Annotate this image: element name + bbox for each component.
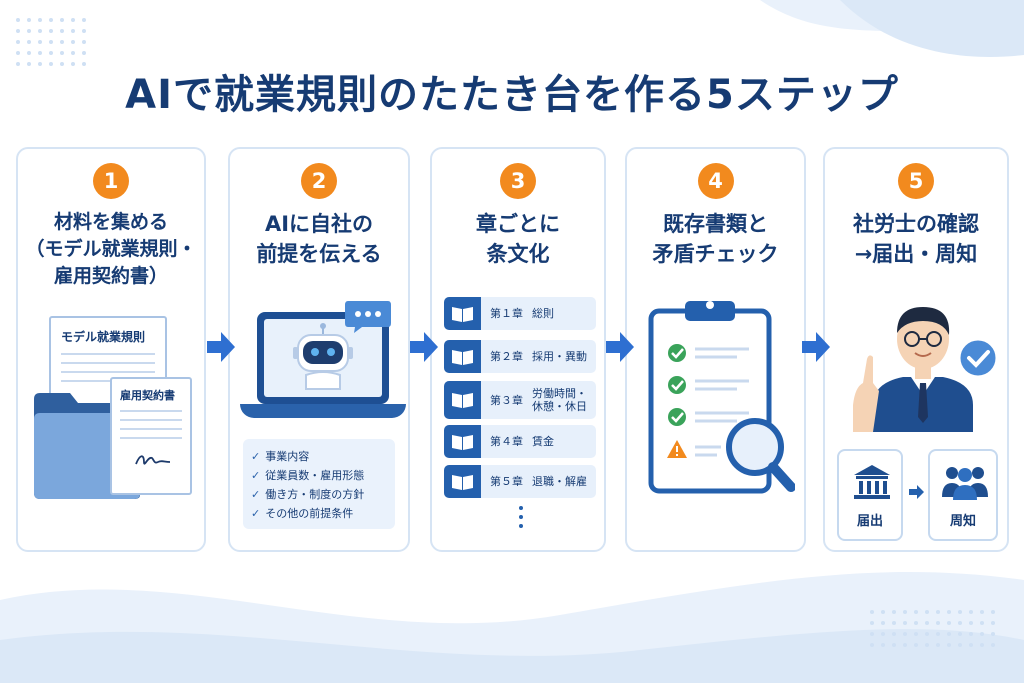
- checklist-item: ✓事業内容: [251, 450, 310, 463]
- step-card-4: 4 既存書類と 矛盾チェック: [625, 147, 806, 552]
- step-heading: 材料を集める （モデル就業規則・ 雇用契約書）: [25, 211, 197, 287]
- checklist-item: ✓その他の前提条件: [251, 507, 354, 520]
- step-arrow: [800, 330, 832, 364]
- step-arrow: [205, 330, 237, 364]
- chapter-number: 第４章: [490, 435, 523, 448]
- book-icon: [452, 350, 473, 365]
- chapter-name: 労働時間・ 休憩・休日: [532, 387, 587, 413]
- chapter-number: 第１章: [490, 307, 523, 320]
- check-icon: ✓: [251, 469, 261, 482]
- step-heading: 章ごとに 条文化: [476, 212, 560, 266]
- prompt-checklist: ✓事業内容 ✓従業員数・雇用形態 ✓働き方・制度の方針 ✓その他の前提条件: [243, 439, 395, 529]
- clipboard-checklist-icon: [648, 301, 795, 494]
- checklist-item: ✓従業員数・雇用形態: [251, 469, 365, 482]
- government-building-icon: [854, 465, 890, 499]
- robot-icon: [293, 323, 353, 390]
- page-title: AIで就業規則のたたき台を作る5ステップ: [125, 72, 899, 118]
- document-label: 雇用契約書: [120, 389, 175, 402]
- laptop-icon: [257, 312, 389, 404]
- book-icon: [452, 393, 473, 408]
- book-icon: [452, 307, 473, 322]
- people-group-icon: [942, 467, 988, 500]
- chapter-item: 第１章総則: [444, 297, 596, 330]
- filing-label: 届出: [856, 514, 883, 529]
- step-number-badge: 3: [500, 163, 536, 199]
- approved-check-icon: [957, 337, 999, 379]
- step-number-badge: 4: [697, 163, 734, 199]
- checklist-item: ✓働き方・制度の方針: [251, 488, 365, 501]
- check-icon: ✓: [251, 450, 261, 463]
- check-icon: ✓: [251, 488, 261, 501]
- chat-bubble-icon: [345, 301, 391, 333]
- step-heading: 既存書類と 矛盾チェック: [652, 212, 779, 266]
- step-heading: AIに自社の 前提を伝える: [256, 212, 382, 266]
- small-arrow-icon: [909, 485, 924, 499]
- step-arrow: [604, 330, 636, 364]
- chapter-name: 採用・異動: [532, 350, 587, 363]
- decorative-dots-top: [16, 18, 86, 66]
- step-number-badge: 5: [898, 163, 934, 199]
- laptop-base: [240, 404, 406, 418]
- signature-icon: [135, 455, 171, 465]
- step-number-badge: 2: [301, 163, 337, 199]
- check-icon: ✓: [251, 507, 261, 520]
- step-card-1: 1 材料を集める （モデル就業規則・ 雇用契約書） モデル就業規則 雇用契約書: [16, 147, 206, 552]
- chapter-item: 第３章労働時間・ 休憩・休日: [444, 381, 596, 419]
- consultant-avatar: [853, 307, 973, 432]
- chapter-number: 第２章: [490, 350, 523, 363]
- step-card-3: 3 章ごとに 条文化 第１章総則 第２章採用・異動 第３章労働時間・ 休憩・休日…: [430, 147, 606, 552]
- step-number-badge: 1: [93, 163, 129, 199]
- more-chapters-ellipsis: [518, 506, 524, 533]
- notice-box: 周知: [928, 449, 998, 541]
- chapter-item: 第２章採用・異動: [444, 340, 596, 373]
- chapter-name: 総則: [532, 307, 554, 320]
- step-heading: 社労士の確認 →届出・周知: [853, 212, 979, 266]
- employment-contract-document: 雇用契約書: [110, 377, 192, 495]
- document-label: モデル就業規則: [61, 330, 146, 344]
- decorative-dots-bottom: [870, 610, 995, 647]
- book-icon: [452, 435, 473, 450]
- book-icon: [452, 475, 473, 490]
- step-card-2: 2 AIに自社の 前提を伝える ✓事業内容 ✓従業員数・雇用形態 ✓働き方・制度…: [228, 147, 410, 552]
- chapter-name: 退職・解雇: [532, 475, 587, 488]
- filing-box: 届出: [837, 449, 903, 541]
- chapter-item: 第４章賃金: [444, 425, 596, 458]
- chapter-number: 第３章: [490, 393, 523, 407]
- chapter-item: 第５章退職・解雇: [444, 465, 596, 498]
- step-card-5: 5 社労士の確認 →届出・周知 届出: [823, 147, 1009, 552]
- chapter-number: 第５章: [490, 475, 523, 488]
- chapter-name: 賃金: [532, 435, 554, 448]
- step-arrow: [408, 330, 440, 364]
- notice-label: 周知: [949, 514, 976, 529]
